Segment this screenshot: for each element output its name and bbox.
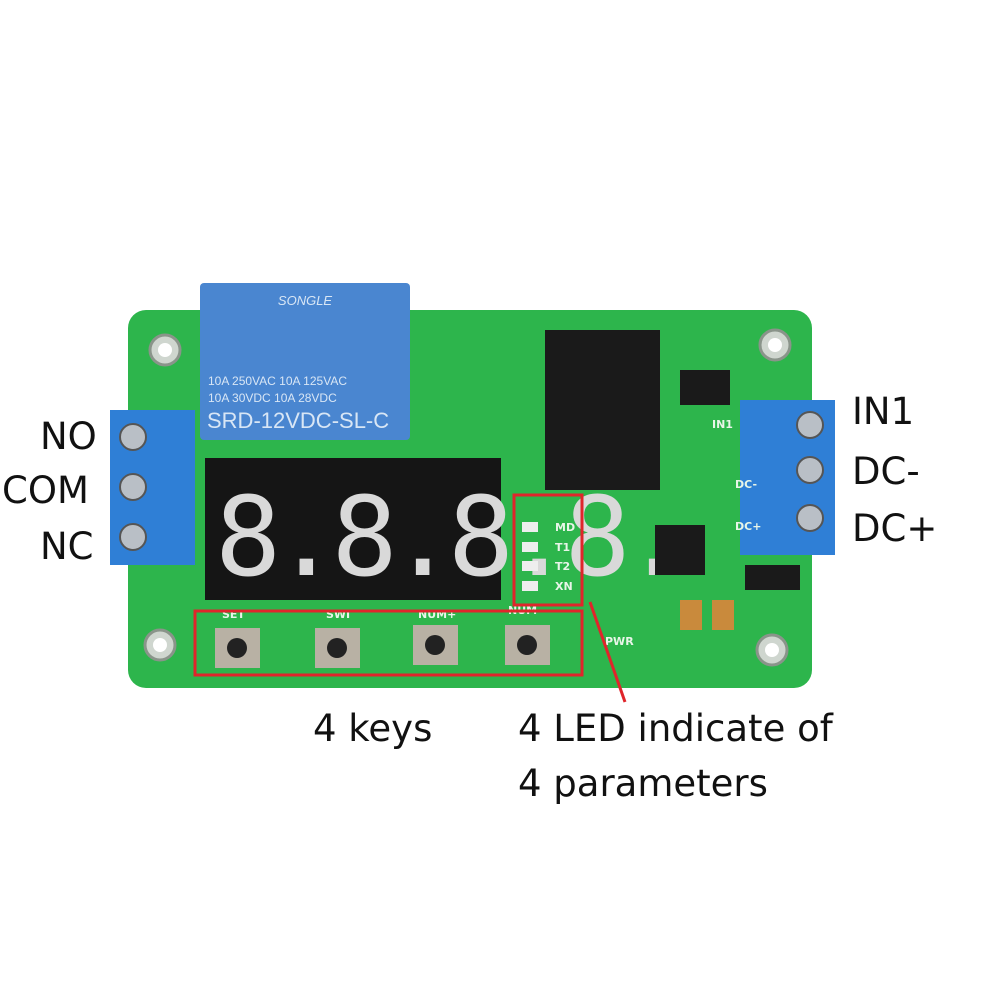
silk-in1: IN1 bbox=[712, 418, 733, 431]
caption-leds-line1: 4 LED indicate of bbox=[518, 707, 833, 750]
silk-pwr: PWR bbox=[605, 635, 634, 648]
caption-leds-line2: 4 parameters bbox=[518, 762, 768, 805]
relay-model: SRD-12VDC-SL-C bbox=[207, 408, 389, 433]
silk-dc-plus: DC+ bbox=[735, 520, 761, 533]
keys-highlight-box bbox=[193, 609, 584, 677]
label-no: NO bbox=[40, 415, 97, 458]
label-in1: IN1 bbox=[852, 390, 915, 433]
diode bbox=[745, 565, 800, 590]
led-label-t2: T2 bbox=[555, 560, 570, 573]
mounting-holes bbox=[143, 328, 792, 667]
led-label-xn: XN bbox=[555, 580, 573, 593]
led-label-md: MD bbox=[555, 521, 575, 534]
callout-line bbox=[588, 601, 627, 703]
label-dc-plus: DC+ bbox=[852, 507, 938, 550]
capacitor bbox=[712, 600, 734, 630]
leds-highlight-box bbox=[512, 493, 584, 607]
relay-brand: SONGLE bbox=[278, 293, 333, 308]
microcontroller-chip bbox=[545, 330, 660, 490]
label-nc: NC bbox=[40, 525, 94, 568]
seven-segment-display bbox=[205, 458, 501, 600]
display-digits: 8.8.8.8. bbox=[215, 473, 681, 601]
label-dc-minus: DC- bbox=[852, 450, 920, 493]
label-com: COM bbox=[2, 469, 89, 512]
caption-keys: 4 keys bbox=[313, 707, 433, 750]
silk-dc-minus: DC- bbox=[735, 478, 757, 491]
relay bbox=[200, 283, 410, 440]
relay-rating-2: 10A 30VDC 10A 28VDC bbox=[208, 391, 337, 405]
relay-rating-1: 10A 250VAC 10A 125VAC bbox=[208, 374, 347, 388]
capacitor bbox=[680, 600, 702, 630]
optocoupler bbox=[680, 370, 730, 405]
led-label-t1: T1 bbox=[555, 541, 570, 554]
voltage-regulator bbox=[655, 525, 705, 575]
push-buttons bbox=[215, 625, 550, 668]
